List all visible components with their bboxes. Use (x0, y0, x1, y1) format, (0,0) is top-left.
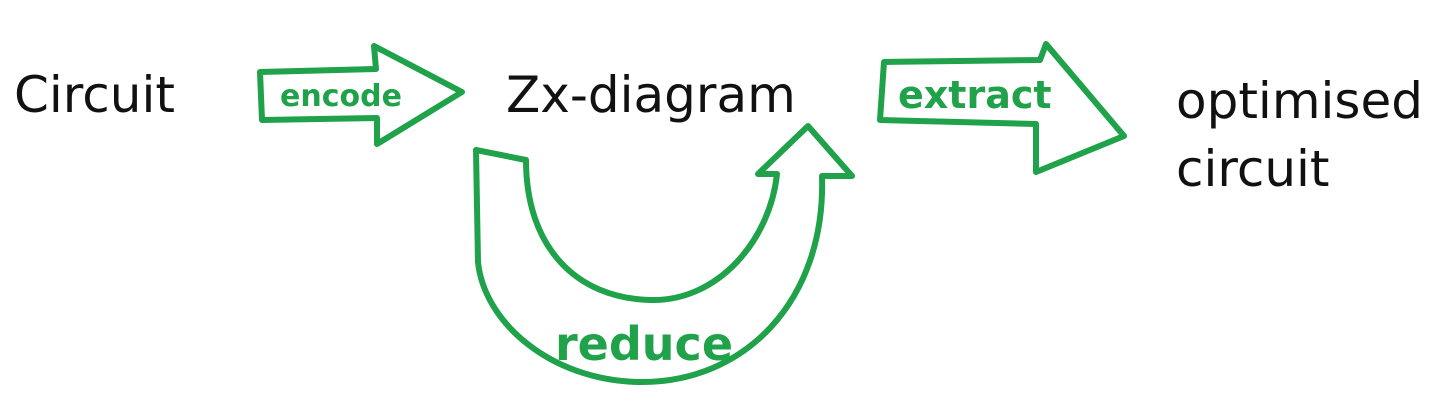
encode-arrow-label: encode (280, 79, 402, 114)
reduce-arrow-outline (473, 123, 855, 386)
encode-arrow-outline (257, 43, 465, 147)
node-optimised-line1: optimised (1176, 72, 1423, 130)
node-circuit: Circuit (14, 66, 175, 124)
encode-arrow: encode (257, 43, 465, 147)
extract-arrow: extract (877, 41, 1127, 175)
node-optimised-line2: circuit (1176, 140, 1330, 198)
node-zx-diagram: Zx-diagram (506, 66, 796, 124)
reduce-arrow: reduce (473, 123, 855, 386)
extract-arrow-label: extract (898, 73, 1052, 117)
reduce-arrow-label: reduce (555, 317, 733, 371)
extract-arrow-outline (877, 41, 1127, 175)
